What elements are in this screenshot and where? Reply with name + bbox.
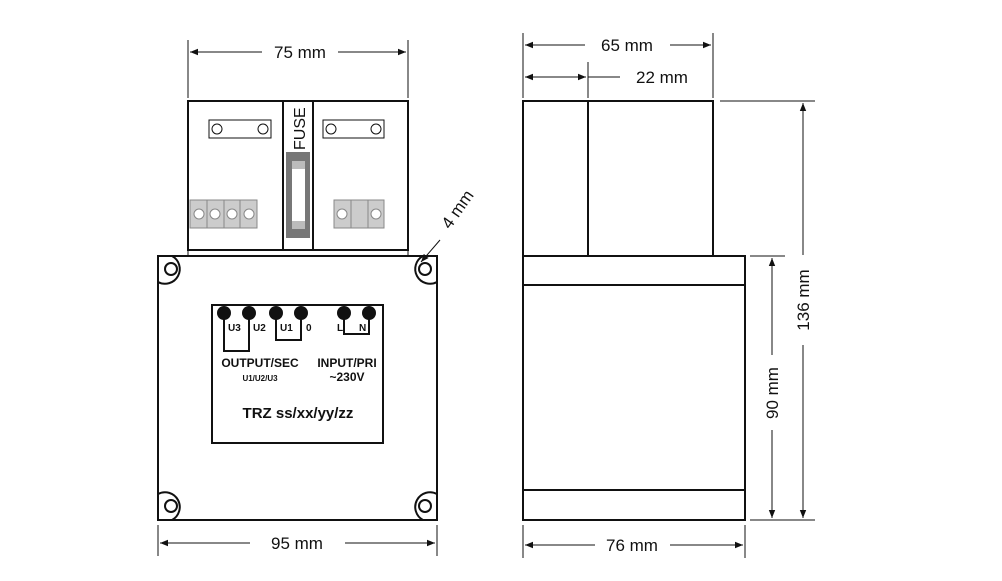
terminal-label: L [337, 323, 343, 334]
dimension-label: 95 mm [271, 534, 323, 553]
terminal-block-right [333, 199, 385, 229]
mounting-holes [157, 255, 438, 521]
dimension-label: 4 mm [438, 187, 478, 233]
dimension-side-base-depth: 76 mm [522, 525, 746, 558]
fuse-label: FUSE [292, 107, 309, 150]
dimension-label: 22 mm [636, 68, 688, 87]
front-view: 75 mm FUSE [157, 40, 478, 556]
dimension-depth: 65 mm 22 mm [522, 33, 714, 98]
output-subtitle: U1/U2/U3 [242, 374, 278, 383]
base-housing [157, 255, 438, 521]
dimension-base-width: 95 mm [157, 525, 438, 556]
terminal-label: 0 [306, 323, 312, 334]
dimension-base-height: 90 mm [750, 255, 785, 518]
terminal-label: U3 [228, 323, 241, 334]
dimension-label: 136 mm [794, 269, 813, 330]
label-plate: U3 U2 U1 0 L N OUTPUT/SEC U1/U2/U3 INPUT… [211, 304, 384, 444]
dimension-label: 76 mm [606, 536, 658, 555]
terminal-label: N [359, 323, 366, 334]
dimension-total-height: 136 mm [720, 100, 815, 521]
dimension-label: 65 mm [601, 36, 653, 55]
model-name: TRZ ss/xx/yy/zz [243, 405, 354, 422]
fuse-holder [286, 152, 310, 238]
mounting-plate-right [322, 119, 385, 139]
input-subtitle: ~230V [329, 370, 364, 384]
terminal-block-left [189, 199, 258, 229]
terminal-label: U1 [280, 323, 293, 334]
output-title: OUTPUT/SEC [221, 356, 299, 370]
input-title: INPUT/PRI [317, 356, 376, 370]
dimension-label: 75 mm [274, 43, 326, 62]
dimension-label: 90 mm [763, 367, 782, 419]
dimension-hole: 4 mm [420, 187, 478, 263]
side-view: 65 mm 22 mm 136 mm 90 mm 76 m [522, 33, 815, 558]
terminal-label: U2 [253, 323, 266, 334]
side-top-module [522, 100, 714, 257]
side-base-housing [522, 255, 746, 521]
dimension-top-width: 75 mm [187, 40, 409, 98]
mounting-plate-left [208, 119, 272, 139]
